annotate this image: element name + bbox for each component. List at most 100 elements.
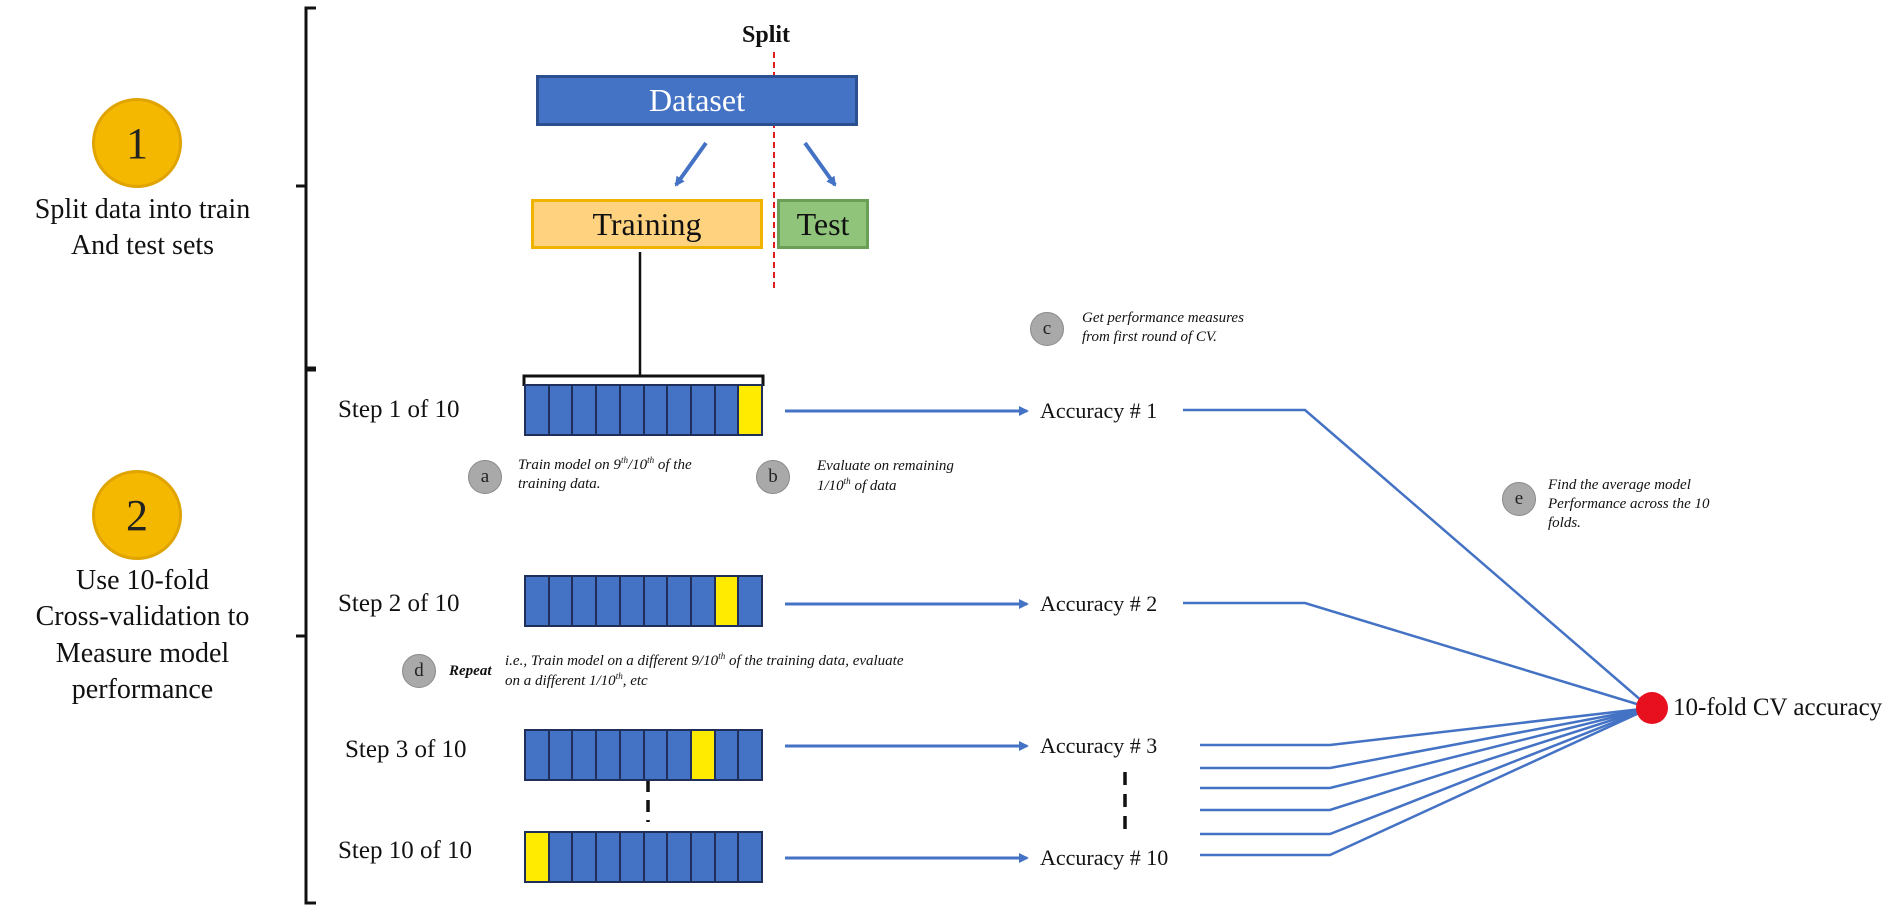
note-b-letter: b (768, 466, 778, 487)
accuracy2-label: Accuracy # 2 (1040, 591, 1158, 616)
train-fold (549, 386, 574, 434)
phase2-label-line1: Use 10-fold (76, 565, 209, 596)
test-fold (739, 386, 762, 434)
train-fold (597, 731, 621, 779)
acc4-to-result (1200, 706, 1651, 770)
train-fold (739, 731, 762, 779)
train-fold (644, 731, 669, 779)
train-fold (715, 833, 740, 881)
train-fold (739, 577, 762, 625)
training-box: Training (531, 199, 763, 249)
train-fold (620, 833, 645, 881)
acc2-to-result (1183, 601, 1651, 710)
train-fold (644, 386, 669, 434)
note-c-letter: c (1042, 318, 1052, 339)
test-fold (715, 577, 740, 625)
acc3-to-result (1200, 706, 1651, 747)
accuracy3-label: Accuracy # 3 (1040, 733, 1158, 758)
train-fold (691, 577, 716, 625)
train-fold (597, 833, 621, 881)
note-c-badge: c (1030, 312, 1064, 346)
train-fold (644, 833, 669, 881)
test-label: Test (796, 205, 850, 242)
arrow-to-training (674, 141, 708, 187)
train-fold (668, 386, 692, 434)
step3-label: Step 3 of 10 (345, 736, 467, 763)
fold-bracket (522, 374, 765, 386)
step3-fold-bar (524, 729, 763, 781)
train-fold (573, 577, 598, 625)
train-fold (691, 386, 716, 434)
note-d-letter: d (414, 660, 424, 681)
train-fold (668, 731, 692, 779)
phase1-bracket (304, 6, 316, 370)
note-d-badge: d (402, 654, 436, 688)
phase1-number: 1 (126, 118, 148, 168)
accuracy10-label: Accuracy # 10 (1040, 845, 1169, 870)
train-fold (573, 833, 598, 881)
acc7-to-result (1200, 706, 1651, 836)
note-a-badge: a (468, 460, 502, 494)
train-fold (620, 577, 645, 625)
step10-label: Step 10 of 10 (338, 837, 473, 864)
train-fold (715, 731, 740, 779)
train-fold (668, 577, 692, 625)
step10-fold-bar (524, 831, 763, 883)
train-fold (549, 731, 574, 779)
train-fold (549, 577, 574, 625)
note-e-text: Find the average model Performance acros… (1548, 477, 1710, 531)
note-d-text: i.e., Train model on a different 9/10th … (505, 651, 904, 689)
result-label: 10-fold CV accuracy (1673, 694, 1883, 721)
note-e-badge: e (1502, 482, 1536, 516)
training-label: Training (592, 205, 702, 242)
train-fold (597, 386, 621, 434)
train-fold (739, 833, 762, 881)
note-b-badge: b (756, 460, 790, 494)
note-c-text: Get performance measures from first roun… (1082, 310, 1244, 345)
train-fold (549, 833, 574, 881)
note-d-bold: Repeat (449, 663, 492, 679)
note-e-letter: e (1514, 488, 1524, 509)
acc5-to-result (1200, 706, 1651, 790)
train-fold (644, 577, 669, 625)
train-fold (526, 577, 550, 625)
note-a-letter: a (480, 466, 490, 487)
phase2-bracket (304, 368, 316, 905)
note-b-text: Evaluate on remaining 1/10th of data (817, 458, 954, 494)
phase1-number-badge: 1 (92, 98, 182, 188)
accuracy1-label: Accuracy # 1 (1040, 398, 1158, 423)
note-a-text: Train model on 9th/10th of the training … (518, 455, 692, 492)
train-fold (597, 577, 621, 625)
arrow-to-test (803, 141, 837, 187)
dataset-box: Dataset (536, 75, 858, 126)
test-fold (526, 833, 550, 881)
acc10-to-result (1200, 706, 1651, 857)
train-fold (620, 731, 645, 779)
train-fold (573, 386, 598, 434)
test-box: Test (777, 199, 869, 249)
step2-fold-bar (524, 575, 763, 627)
phase2-label: Use 10-fold Cross-validation to Measure … (0, 563, 285, 709)
phase2-number: 2 (126, 490, 148, 540)
train-fold (526, 386, 550, 434)
train-fold (691, 833, 716, 881)
phase1-label-line2: And test sets (70, 230, 215, 262)
acc1-to-result (1183, 408, 1651, 709)
phase1-label: Split data into train And test sets (0, 192, 285, 265)
step1-label: Step 1 of 10 (338, 396, 460, 423)
test-fold (691, 731, 716, 779)
phase2-label-line3: Measure model (55, 637, 230, 669)
phase2-label-line4: performance (71, 674, 214, 706)
phase2-label-line2: Cross-validation to (35, 601, 250, 633)
step2-label: Step 2 of 10 (338, 590, 460, 617)
dataset-label: Dataset (649, 82, 745, 118)
train-fold (620, 386, 645, 434)
phase2-number-badge: 2 (92, 470, 182, 560)
train-fold (526, 731, 550, 779)
train-fold (668, 833, 692, 881)
phase1-label-line1: Split data into train (34, 194, 251, 225)
train-fold (715, 386, 740, 434)
split-label: Split (742, 22, 791, 48)
step1-fold-bar (524, 384, 763, 436)
